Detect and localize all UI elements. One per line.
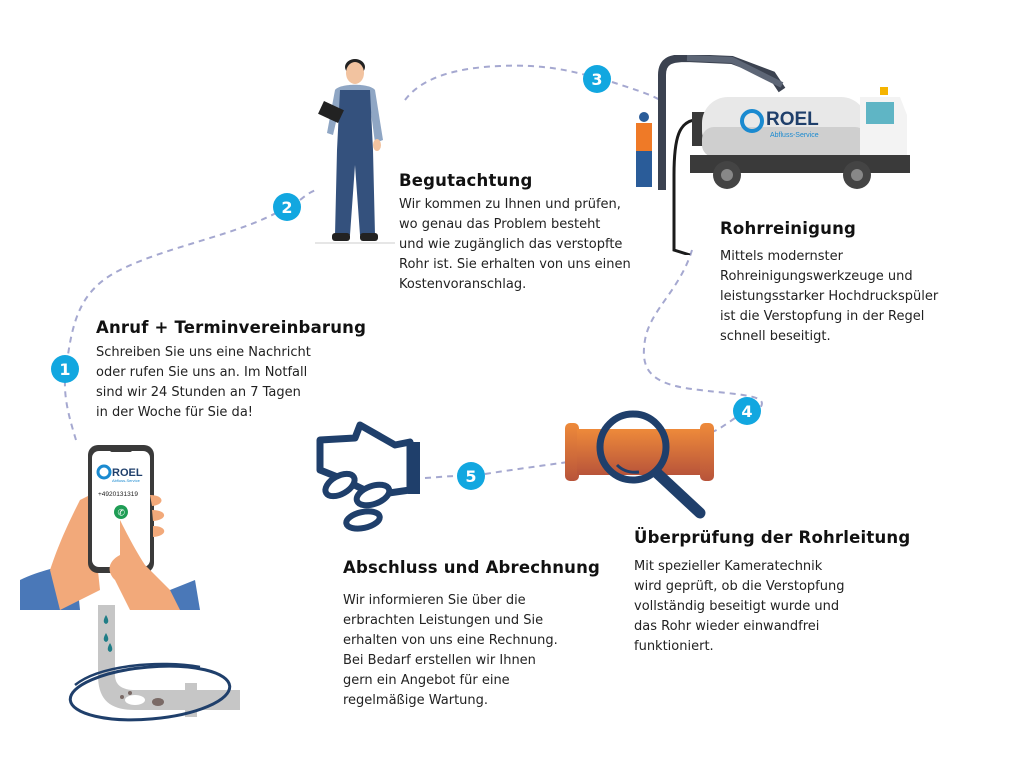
step-badge-5: 5 (457, 462, 485, 490)
svg-text:ROEL: ROEL (112, 467, 143, 479)
step-5-description: Wir informieren Sie über die erbrachten … (343, 593, 558, 708)
phone-call-illustration: ROEL Abfluss-Service +4920131319 ✆ (20, 440, 200, 610)
step-5-title: Abschluss und Abrechnung (343, 558, 601, 577)
step-3-title: Rohrreinigung (720, 219, 857, 238)
svg-text:+4920131319: +4920131319 (98, 491, 138, 498)
step-1-description: Schreiben Sie uns eine Nachricht oder ru… (96, 345, 311, 420)
svg-text:Abfluss-Service: Abfluss-Service (770, 132, 819, 139)
step-badge-2: 2 (273, 193, 301, 221)
pipe-magnifier-illustration (565, 405, 715, 520)
svg-text:ROEL: ROEL (766, 109, 819, 130)
hand-coins-illustration (315, 420, 430, 535)
step-4-description: Mit spezieller Kameratechnik wird geprüf… (634, 559, 845, 654)
svg-text:Abfluss-Service: Abfluss-Service (112, 478, 141, 483)
worker-with-clipboard-illustration (315, 55, 395, 245)
step-3-description: Mittels modernster Rohreinigungswerkzeug… (720, 249, 939, 344)
step-4-title: Überprüfung der Rohrleitung (634, 528, 911, 547)
sewer-truck-illustration: ROEL Abfluss-Service (632, 53, 912, 257)
step-2-description: Wir kommen zu Ihnen und prüfen, wo genau… (399, 197, 631, 292)
step-1-title: Anruf + Terminvereinbarung (96, 318, 367, 337)
step-badge-4: 4 (733, 397, 761, 425)
svg-text:✆: ✆ (118, 509, 126, 519)
clogged-drain-illustration (60, 605, 250, 725)
step-badge-3: 3 (583, 65, 611, 93)
step-badge-1: 1 (51, 355, 79, 383)
step-2-title: Begutachtung (399, 171, 533, 190)
